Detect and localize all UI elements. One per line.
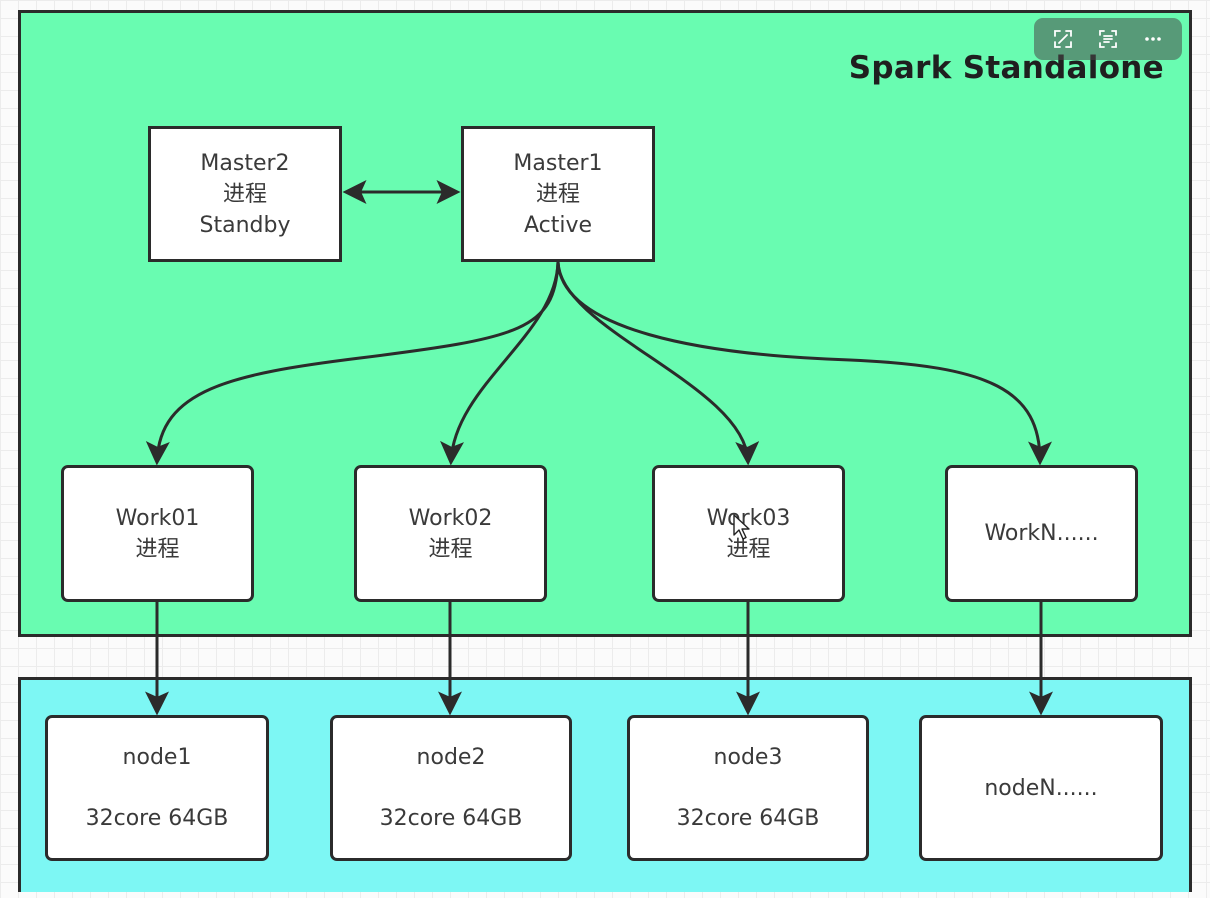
workern-name: WorkN...... (984, 521, 1099, 546)
node1-name: node1 (122, 745, 192, 770)
node2-name: node2 (416, 745, 486, 770)
master2-name: Master2 (200, 150, 290, 176)
worker02-name: Work02 (408, 505, 493, 531)
worker03-box: Work03 进程 (652, 465, 845, 602)
worker01-name: Work01 (115, 505, 200, 531)
expand-icon (1053, 30, 1072, 48)
mouse-cursor-icon (733, 514, 750, 540)
worker03-name: Work03 (706, 505, 791, 531)
worker01-kind: 进程 (135, 536, 180, 562)
master2-kind: 进程 (222, 181, 267, 207)
expand-button[interactable] (1045, 23, 1081, 55)
more-button[interactable] (1135, 23, 1171, 55)
node3-box: node3 32core 64GB (627, 715, 869, 861)
scan-text-icon (1099, 30, 1117, 48)
node1-spec: 32core 64GB (85, 806, 229, 831)
master1-kind: 进程 (535, 181, 580, 207)
noden-box: nodeN...... (919, 715, 1163, 861)
master1-state: Active (523, 212, 593, 238)
master2-box: Master2 进程 Standby (148, 126, 342, 262)
worker02-box: Work02 进程 (354, 465, 547, 602)
node3-spec: 32core 64GB (676, 806, 820, 831)
node1-box: node1 32core 64GB (45, 715, 269, 861)
more-icon (1145, 37, 1162, 41)
node2-box: node2 32core 64GB (330, 715, 572, 861)
worker02-kind: 进程 (428, 536, 473, 562)
master1-name: Master1 (513, 150, 603, 176)
node2-spec: 32core 64GB (379, 806, 523, 831)
worker03-kind: 进程 (726, 536, 771, 562)
scan-text-button[interactable] (1090, 23, 1126, 55)
master1-box: Master1 进程 Active (461, 126, 655, 262)
image-toolbar (1034, 18, 1182, 60)
node3-name: node3 (713, 745, 783, 770)
master2-state: Standby (199, 212, 291, 238)
workern-box: WorkN...... (945, 465, 1138, 602)
worker01-box: Work01 进程 (61, 465, 254, 602)
noden-name: nodeN...... (984, 775, 1098, 801)
